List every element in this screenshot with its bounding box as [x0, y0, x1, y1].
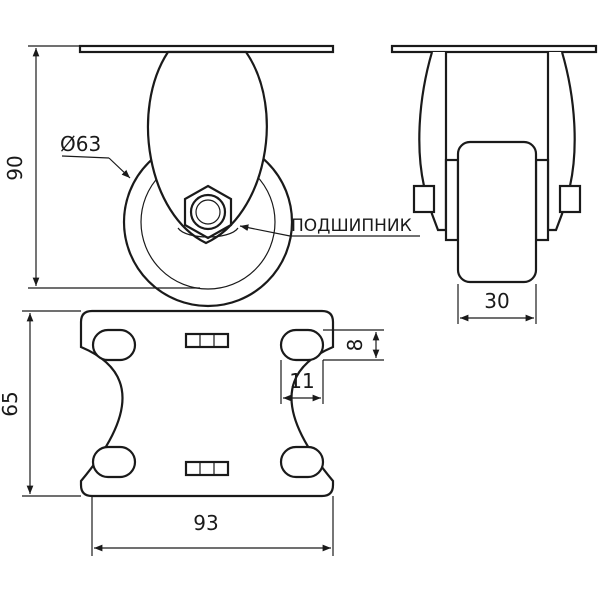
front-wheel — [456, 140, 538, 284]
plate-hole-top-right — [279, 328, 325, 362]
dim-hole-width-group: 11 — [280, 360, 324, 404]
side-fork — [146, 50, 268, 245]
dim-hole-width-label: 11 — [289, 369, 314, 393]
dim-plate-height-label: 65 — [0, 391, 22, 416]
front-spacer-left — [444, 158, 460, 242]
front-top-plate — [390, 44, 598, 54]
front-axle-right — [558, 184, 582, 214]
dim-diameter-label: Ø63 — [60, 132, 101, 156]
side-view — [78, 44, 335, 308]
plate-fork-tab-top — [184, 332, 230, 349]
side-bearing-arc — [177, 227, 239, 238]
dim-plate-height-group: 65 — [0, 310, 81, 497]
front-axle-left — [412, 184, 436, 214]
dim-height-group: 90 — [3, 45, 200, 289]
dim-plate-width-group: 93 — [91, 496, 334, 556]
plate-view — [79, 309, 335, 498]
dim-wheel-width-group: 30 — [457, 284, 537, 324]
plate-hole-top-left — [91, 328, 137, 362]
dim-plate-width-label: 93 — [193, 511, 218, 535]
dim-hole-height-group: 8 — [323, 329, 384, 361]
dim-height-label: 90 — [3, 155, 27, 180]
front-spacer-right — [534, 158, 550, 242]
front-view — [390, 44, 598, 284]
dim-wheel-width-label: 30 — [484, 289, 509, 313]
dim-hole-height-label: 8 — [343, 339, 367, 352]
side-hub-bolt — [195, 199, 221, 225]
plate-hole-bottom-right — [279, 445, 325, 479]
bearing-leader-group: ПОДШИПНИК — [239, 216, 420, 237]
plate-hole-bottom-left — [91, 445, 137, 479]
plate-outline — [79, 309, 335, 498]
bearing-label: ПОДШИПНИК — [291, 216, 412, 236]
plate-fork-tab-bottom — [184, 460, 230, 477]
dim-diameter-group: Ø63 — [60, 132, 131, 179]
